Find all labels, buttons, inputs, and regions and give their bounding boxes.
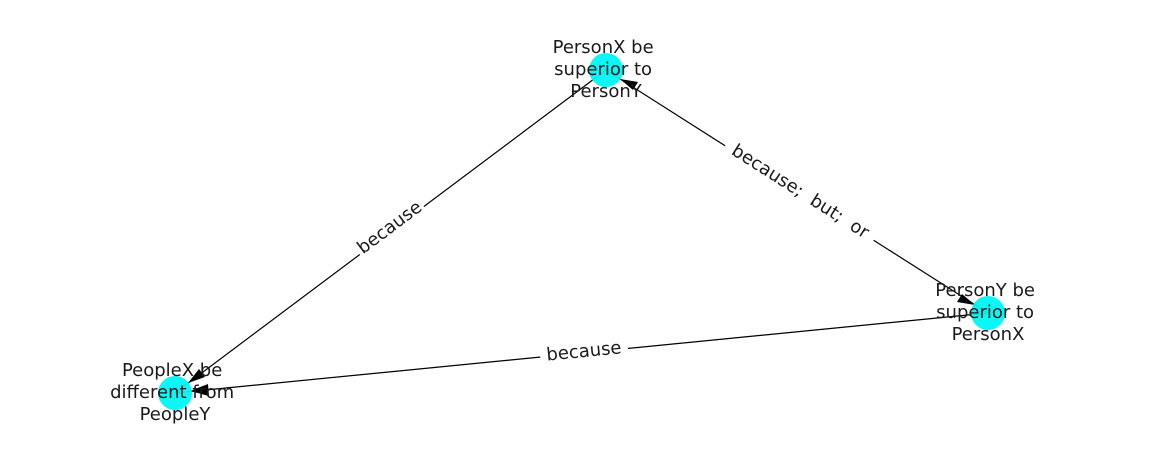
- node-personx-superior: PersonX be superior to PersonY: [553, 37, 660, 102]
- edge-label-because-left: because: [353, 197, 426, 259]
- arrowhead-different-from-top: [188, 369, 205, 383]
- node-peoplex-different: PeopleX be different from PeopleY: [110, 360, 240, 425]
- arrowhead-superior-y-right: [957, 294, 975, 305]
- node-label: PersonX be superior to PersonY: [553, 37, 660, 102]
- node-label: PeopleX be different from PeopleY: [110, 360, 240, 425]
- node-label: PersonY be superior to PersonX: [935, 280, 1040, 345]
- arrowhead-different-from-right: [190, 384, 209, 396]
- edge-label-because-but-or: because; but; or: [728, 140, 874, 243]
- edge-superior-y-to-different: because: [174, 312, 989, 396]
- edge-superior-bidirectional: because; but; or: [605, 69, 989, 314]
- arrowhead-superior-x-top: [620, 79, 638, 90]
- node-persony-superior: PersonY be superior to PersonX: [935, 280, 1040, 345]
